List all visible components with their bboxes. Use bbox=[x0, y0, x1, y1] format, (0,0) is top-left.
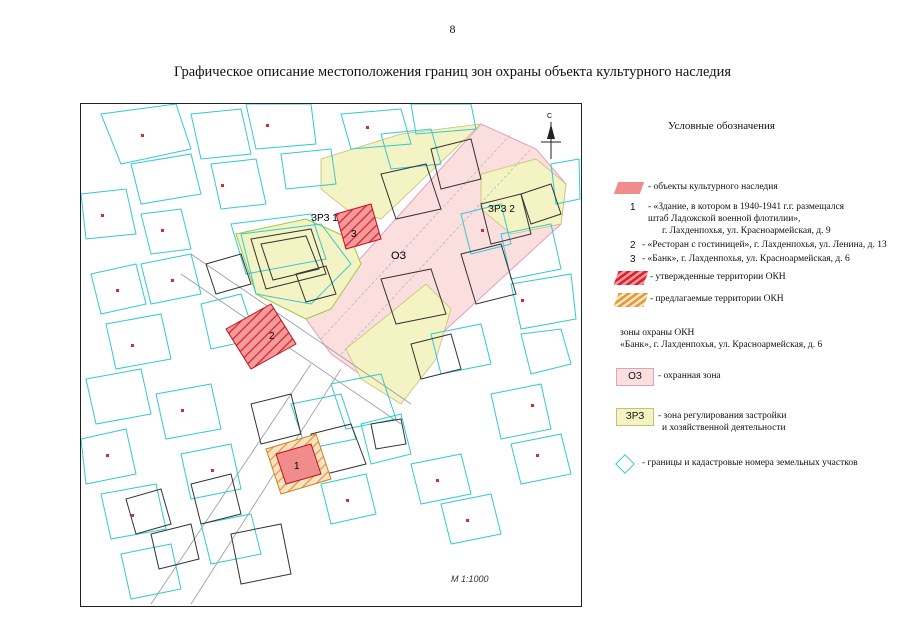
site-number-3: 3 bbox=[351, 229, 357, 240]
north-arrow-icon: С bbox=[541, 113, 561, 159]
heritage-object-3 bbox=[335, 203, 382, 250]
legend-oz: - охранная зона bbox=[658, 371, 721, 381]
page-number: 8 bbox=[449, 22, 456, 36]
heritage-object-2 bbox=[225, 303, 297, 370]
legend-approved: - утвержденные территории ОКН bbox=[650, 272, 786, 282]
legend-item3-number: 3 bbox=[630, 254, 636, 265]
approved-swatch bbox=[613, 271, 649, 285]
legend-zones-subheading: «Банк», г. Лахденпохья, ул. Красноармейс… bbox=[620, 340, 823, 350]
heritage-swatch bbox=[613, 182, 645, 194]
legend-zones-heading: зоны охраны ОКН bbox=[620, 328, 695, 338]
cadastral-markers bbox=[101, 124, 539, 522]
page-title: Графическое описание местоположения гран… bbox=[173, 64, 732, 80]
heritage-object-1 bbox=[275, 443, 322, 485]
map-scale: М 1:1000 bbox=[451, 574, 489, 584]
zrz-zone-south bbox=[345, 283, 452, 405]
zrz-swatch: ЗРЗ bbox=[616, 408, 654, 426]
zrz2-label: ЗРЗ 2 bbox=[488, 204, 515, 215]
legend-title: Условные обозначения bbox=[668, 120, 775, 132]
legend-zrz-2: и хозяйственной деятельности bbox=[662, 423, 786, 433]
legend-parcels: - границы и кадастровые номера земельных… bbox=[642, 458, 858, 468]
oz-swatch: ОЗ bbox=[616, 368, 654, 386]
site-map: ЗРЗ 1 ЗРЗ 2 ОЗ 3 2 1 С М 1:1000 bbox=[80, 103, 582, 607]
legend-heritage: - объекты культурного наследия bbox=[648, 182, 778, 192]
legend-item1-address: г. Лахденпохья, ул. Красноармейская, д. … bbox=[662, 226, 831, 236]
legend-item1-number: 1 bbox=[630, 202, 636, 213]
oz-label: ОЗ bbox=[391, 250, 407, 262]
legend-item1: - «Здание, в котором в 1940-1941 г.г. ра… bbox=[648, 202, 845, 224]
zrz1-label: ЗРЗ 1 bbox=[311, 213, 338, 224]
legend-proposed: - предлагаемые территории ОКН bbox=[650, 294, 784, 304]
legend-item3: - «Банк», г. Лахденпохья, ул. Красноарме… bbox=[642, 254, 850, 264]
legend-item2: - «Ресторан с гостиницей», г. Лахденпохь… bbox=[642, 240, 887, 250]
legend-zrz: - зона регулирования застройки bbox=[658, 411, 787, 421]
site-number-2: 2 bbox=[269, 331, 275, 342]
proposed-swatch bbox=[613, 293, 649, 307]
parcel-boundaries bbox=[81, 104, 581, 600]
legend-item2-number: 2 bbox=[630, 240, 636, 251]
parcel-swatch-icon bbox=[615, 454, 635, 474]
buildings bbox=[125, 138, 562, 585]
site-number-1: 1 bbox=[294, 461, 300, 472]
north-label: С bbox=[547, 113, 552, 120]
